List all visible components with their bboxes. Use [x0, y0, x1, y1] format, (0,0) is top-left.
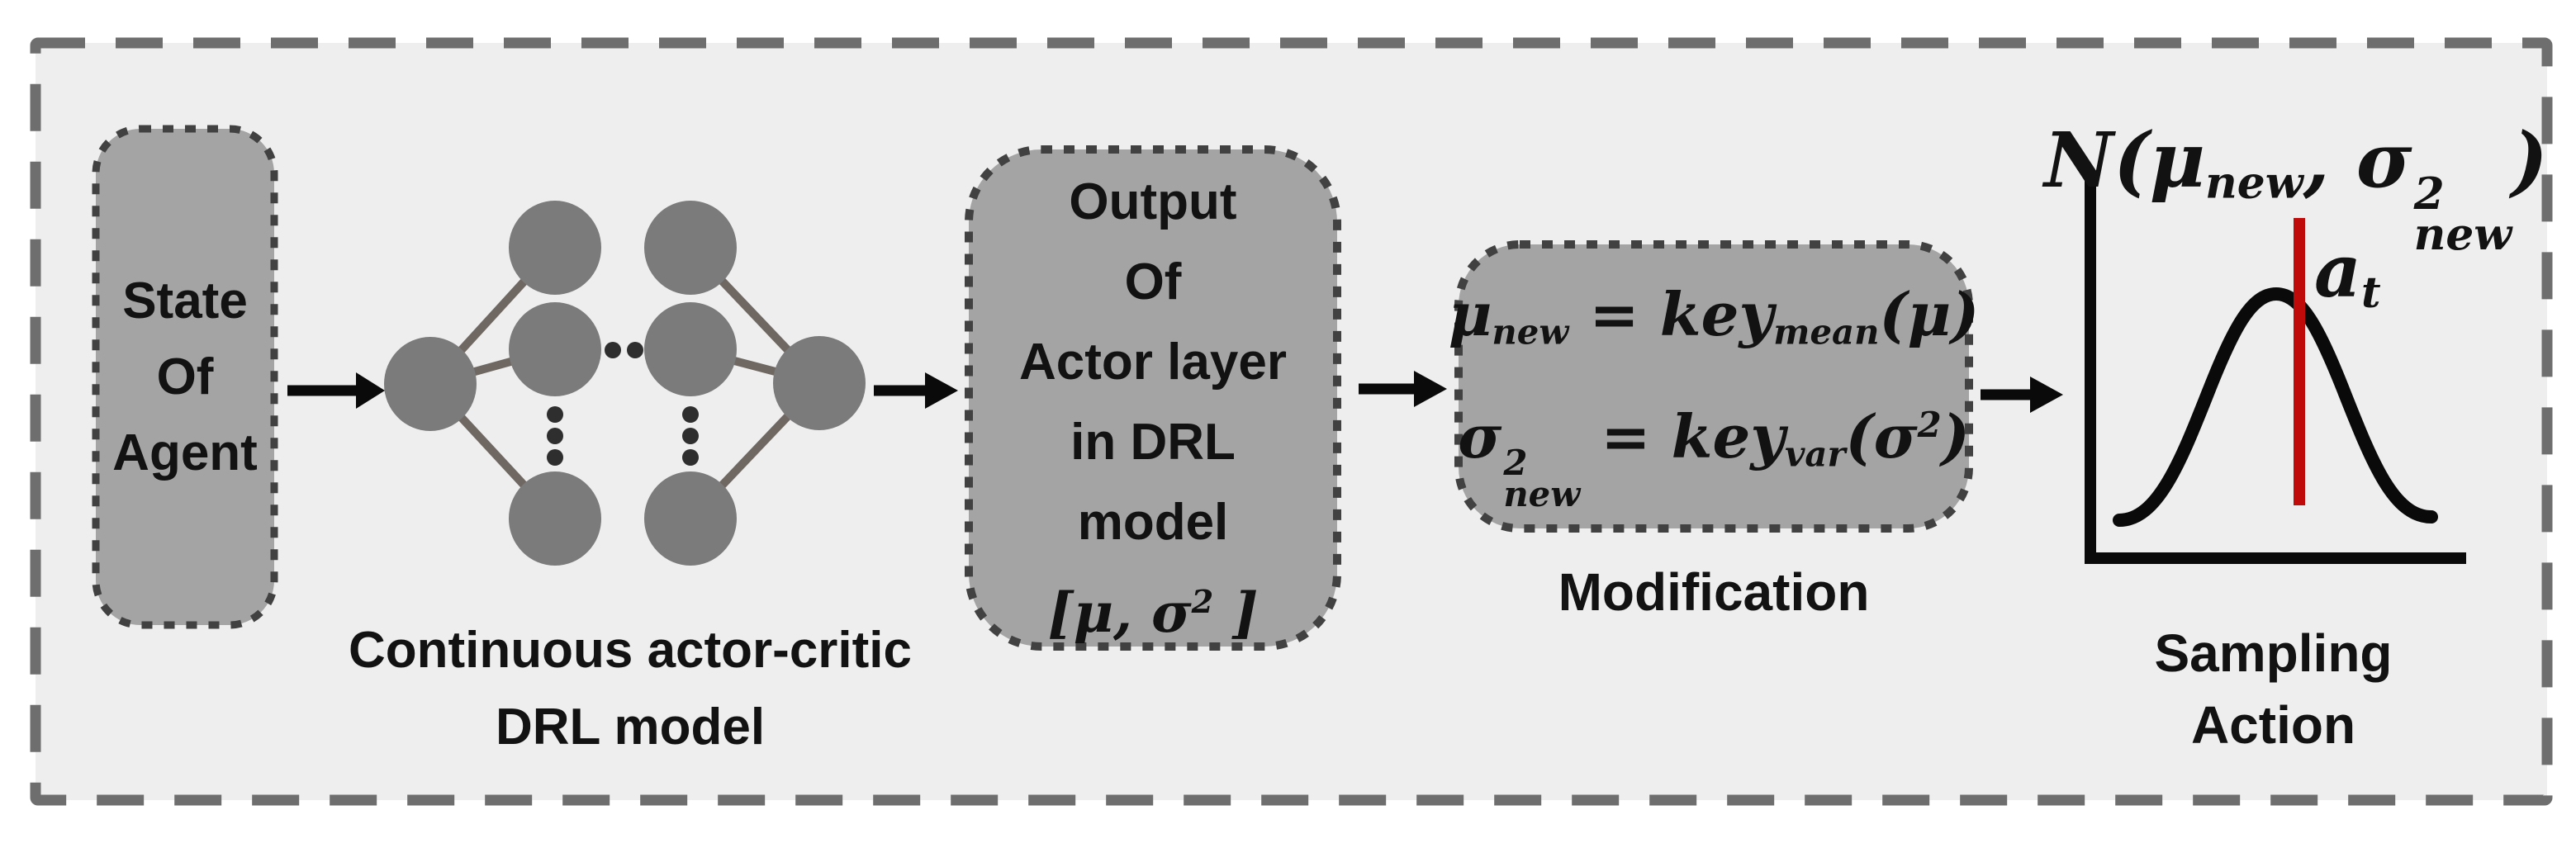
nn-node — [509, 471, 601, 566]
arrow-right-icon — [1359, 371, 1447, 407]
nn-node — [773, 336, 866, 430]
nn-caption-line2: DRL model — [495, 699, 766, 756]
state-box — [92, 125, 278, 629]
modification-box — [1454, 240, 1973, 533]
output-box-label-line4: in DRL — [1070, 414, 1236, 471]
nn-node — [644, 302, 737, 396]
arrow-right-icon — [874, 372, 958, 409]
arrow-right-icon — [287, 372, 385, 409]
arrow-right-icon — [1981, 377, 2063, 413]
bell-curve — [2113, 287, 2438, 527]
nn-node — [509, 201, 601, 295]
nn-node — [384, 337, 477, 431]
output-box-label-line5: model — [1077, 494, 1229, 551]
neural-network-nodes — [384, 201, 866, 566]
output-box-label-line3: Actor layer — [1019, 334, 1287, 391]
nn-caption-line1: Continuous actor-critic — [348, 622, 913, 679]
state-box-label: State Of Agent — [96, 129, 274, 625]
nn-node — [644, 471, 737, 566]
equation-mu-new: μnew = keymean(μ) — [1448, 279, 1980, 353]
plot-caption-line1: Sampling — [2154, 623, 2393, 683]
nn-ellipsis-dots — [547, 342, 699, 466]
plot-caption: Sampling Action — [2061, 618, 2486, 761]
state-box-label-line3: Agent — [112, 424, 258, 481]
state-box-label-line2: Of — [156, 348, 214, 405]
nn-caption: Continuous actor-critic DRL model — [334, 612, 926, 765]
nn-node — [509, 302, 601, 396]
output-box-label-line1: Output — [1069, 173, 1237, 230]
nn-node — [644, 201, 737, 295]
modification-caption: Modification — [1558, 562, 1870, 622]
gaussian-plot — [2085, 177, 2466, 564]
output-box-label-line2: Of — [1124, 253, 1182, 310]
output-box — [965, 145, 1341, 651]
plot-caption-line2: Action — [2190, 695, 2356, 755]
output-box-label: Output Of Actor layer in DRL model [μ, σ… — [969, 162, 1337, 653]
sample-point-label: at — [2314, 228, 2381, 318]
output-box-math: [μ, σ2 ] — [1047, 580, 1259, 645]
state-box-label-line1: State — [122, 272, 248, 329]
